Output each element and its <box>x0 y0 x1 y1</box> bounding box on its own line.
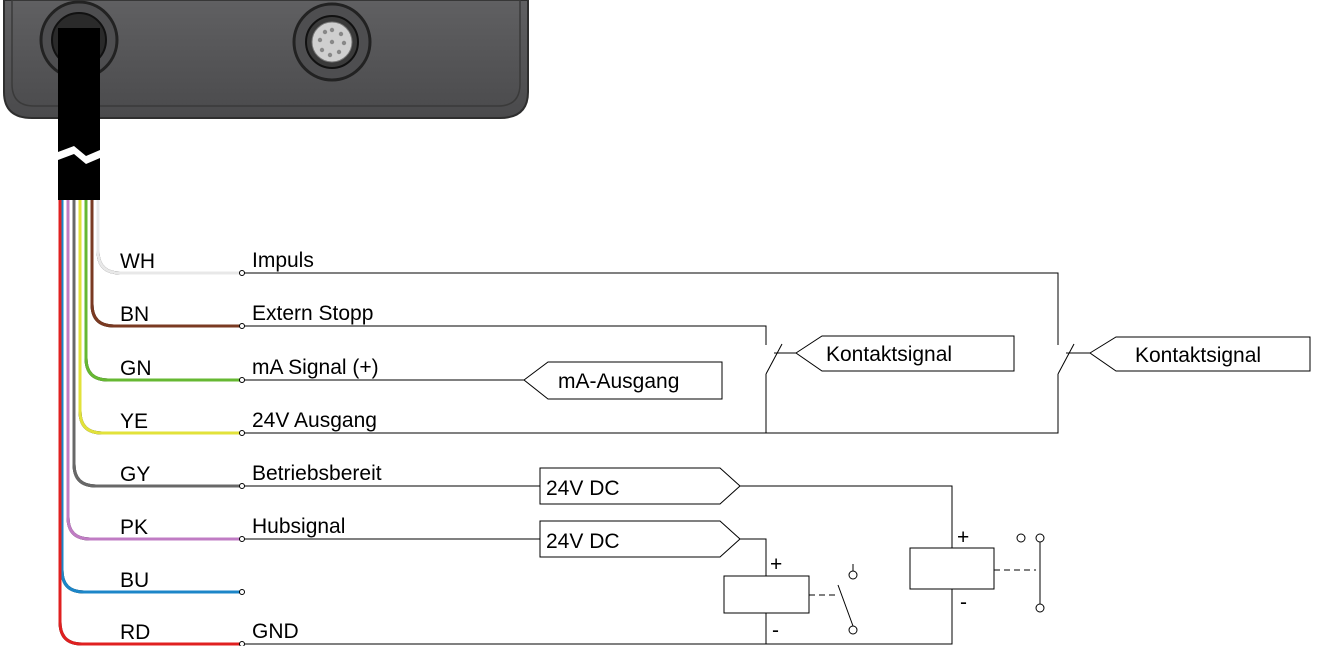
wire-code-bn: BN <box>120 303 149 326</box>
signal-wires <box>58 200 240 646</box>
contact-signal-box-1: Kontaktsignal <box>795 335 1015 372</box>
svg-text:mA-Ausgang: mA-Ausgang <box>558 370 679 393</box>
wire-gn <box>84 200 240 382</box>
svg-text:Kontaktsignal: Kontaktsignal <box>1135 344 1261 367</box>
svg-text:Kontaktsignal: Kontaktsignal <box>826 343 952 366</box>
wire-gy <box>72 200 240 488</box>
signal-label-bn: Extern Stopp <box>252 302 373 325</box>
wire-outline-ye <box>78 200 240 435</box>
wire-code-wh: WH <box>120 250 155 273</box>
relay-1-plus: + <box>770 553 782 576</box>
round-connector <box>292 2 372 82</box>
terminal-wh <box>239 270 245 276</box>
cable <box>58 28 100 200</box>
terminal-gn <box>239 377 245 383</box>
wire-wh <box>96 200 240 275</box>
wire-code-bu: BU <box>120 569 149 592</box>
wire-outline-gn <box>84 200 240 382</box>
signal-label-pk: Hubsignal <box>252 515 345 538</box>
terminal-gy <box>239 483 245 489</box>
wire-bu <box>60 200 240 594</box>
dc-supply-box-2: 24V DC <box>539 520 741 558</box>
wire-bn <box>90 200 240 328</box>
dc-supply-box-1: 24V DC <box>539 467 741 505</box>
signal-label-wh: Impuls <box>252 249 314 272</box>
wire-code-ye: YE <box>120 410 148 433</box>
wire-code-pk: PK <box>120 516 148 539</box>
signal-label-rd: GND <box>252 620 299 643</box>
device-housing <box>3 0 529 119</box>
signal-label-gy: Betriebsbereit <box>252 462 382 485</box>
relay-2-coil <box>909 547 995 590</box>
wire-ye <box>78 200 240 435</box>
relay-2-plus: + <box>957 526 969 549</box>
terminal-bu <box>239 589 245 595</box>
svg-text:24V DC: 24V DC <box>546 530 620 553</box>
relay-2-minus: - <box>960 591 967 614</box>
external-circuit <box>244 272 1090 645</box>
terminal-pk <box>239 536 245 542</box>
signal-label-ye: 24V Ausgang <box>252 409 377 432</box>
relay-1-minus: - <box>772 619 779 642</box>
terminal-bn <box>239 323 245 329</box>
wire-code-rd: RD <box>120 621 150 644</box>
terminal-rd <box>239 641 245 646</box>
relay-1-coil <box>723 575 810 614</box>
svg-text:24V DC: 24V DC <box>546 477 620 500</box>
wire-outline-bn <box>90 200 240 328</box>
wire-rd <box>58 200 240 646</box>
wire-pk <box>66 200 240 541</box>
wire-code-gn: GN <box>120 357 152 380</box>
contact-signal-box-2: Kontaktsignal <box>1089 336 1311 372</box>
terminal-ye <box>239 430 245 436</box>
signal-label-gn: mA Signal (+) <box>252 356 379 379</box>
ma-output-box: mA-Ausgang <box>523 361 723 400</box>
wire-code-gy: GY <box>120 463 150 486</box>
